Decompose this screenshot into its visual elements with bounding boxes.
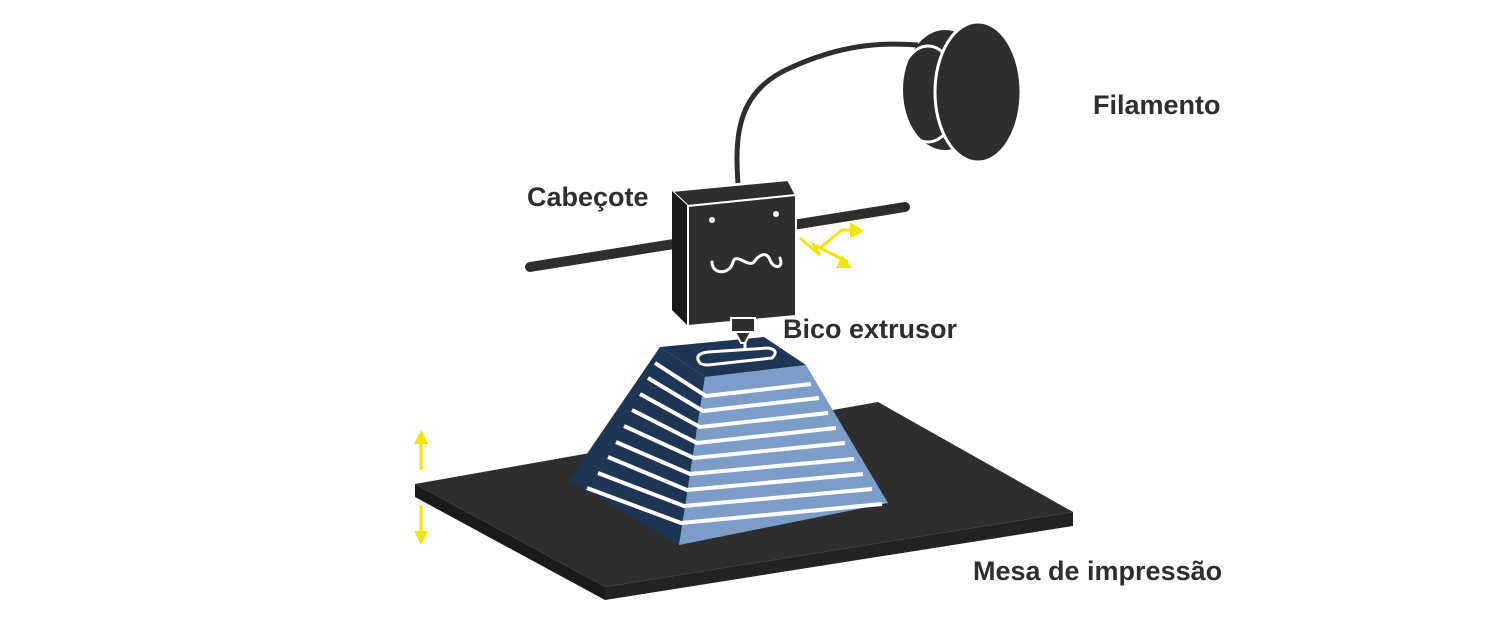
nozzle-label: Bico extrusor: [783, 314, 958, 344]
filament-line: [734, 41, 919, 184]
print-head-label: Cabeçote: [527, 182, 649, 212]
horizontal-movement-arrows-icon: [799, 222, 864, 268]
printed-pyramid: [569, 337, 888, 545]
filament-label: Filamento: [1093, 90, 1221, 120]
print-bed-label: Mesa de impressão: [973, 556, 1223, 586]
vertical-movement-arrows-icon: [414, 430, 428, 545]
filament-spool: [896, 20, 1023, 164]
print-head: [669, 178, 798, 344]
